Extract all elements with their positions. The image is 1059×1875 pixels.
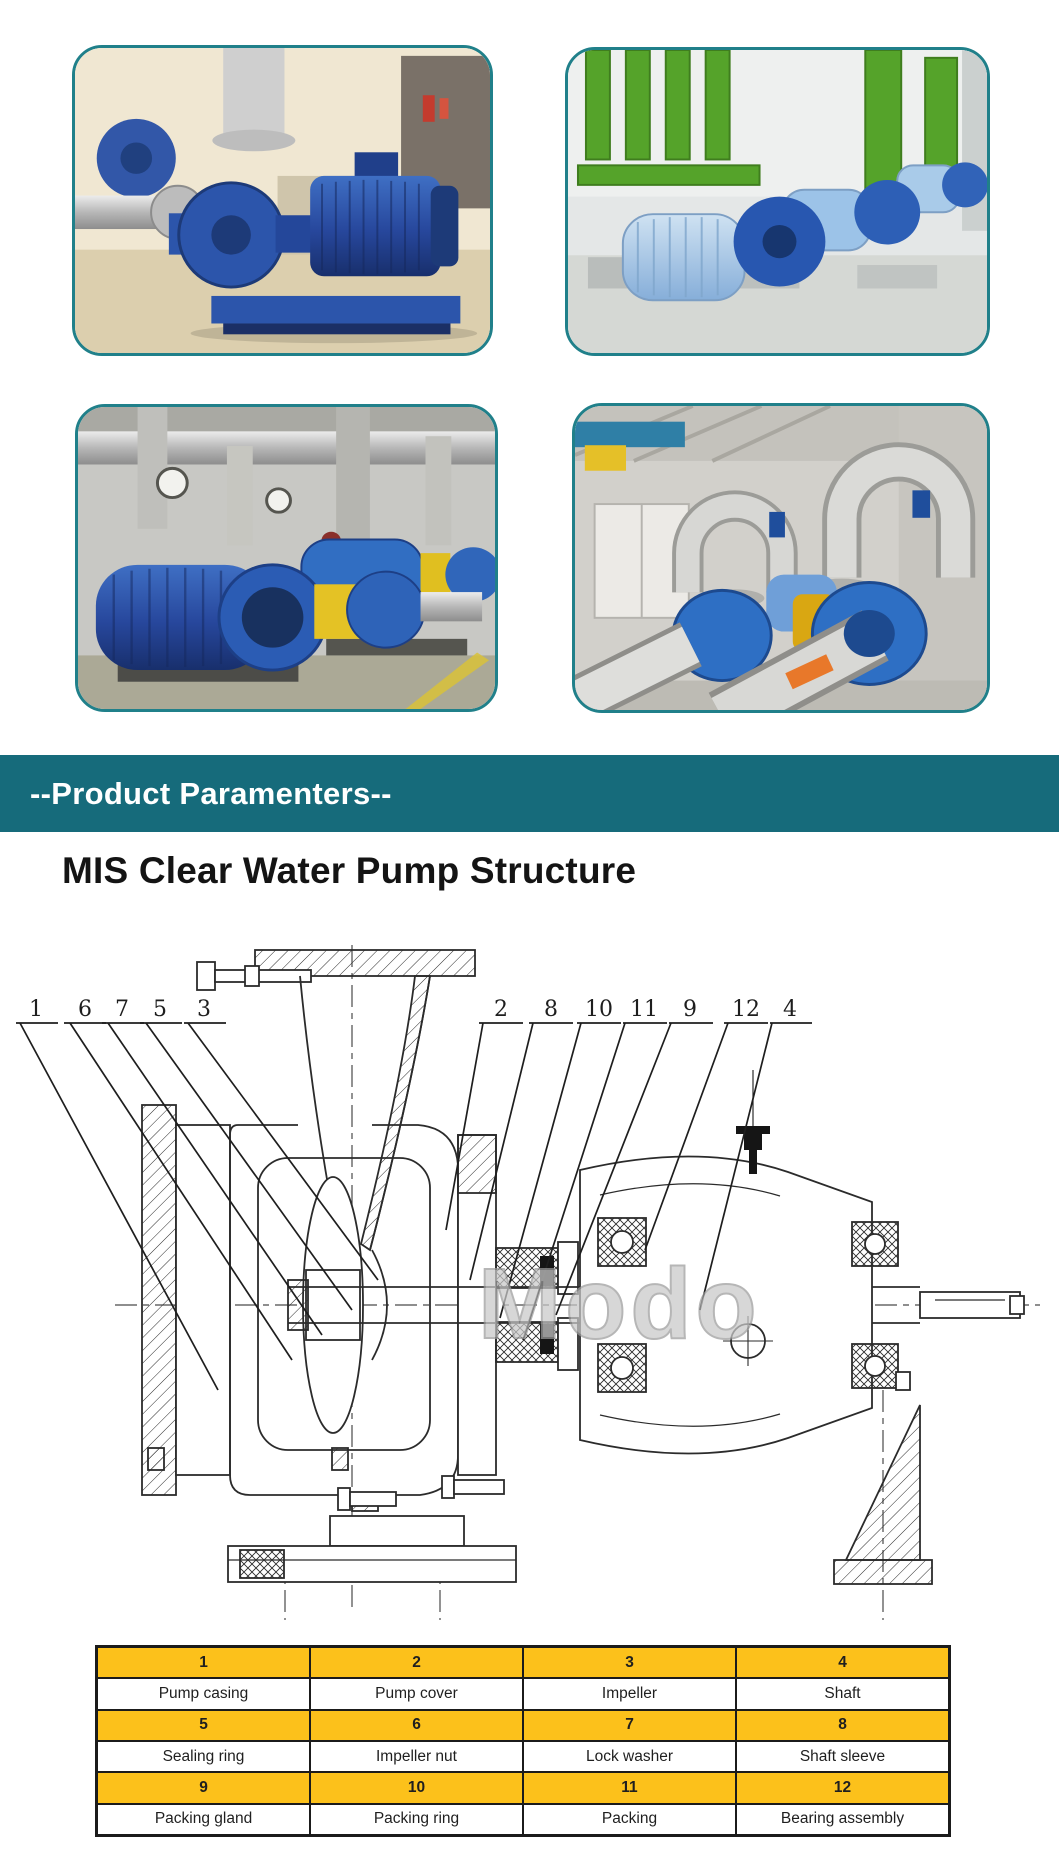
parts-table: 1 2 3 4 Pump casing Pump cover Impeller … (95, 1645, 951, 1837)
table-row-labels-1: Pump casing Pump cover Impeller Shaft (97, 1678, 949, 1710)
part-number-cell: 7 (523, 1709, 736, 1741)
part-number-cell: 2 (310, 1647, 523, 1679)
product-photo-3 (75, 404, 498, 712)
part-number-cell: 12 (736, 1772, 949, 1804)
table-row-labels-3: Packing gland Packing ring Packing Beari… (97, 1803, 949, 1835)
pump-cross-section (141, 949, 1025, 1585)
section-banner-label: --Product Paramenters-- (30, 775, 392, 811)
pump-structure-diagram: 1 6 7 5 3 2 8 10 11 9 12 4 Modo (16, 945, 1040, 1620)
callout-5: 5 (153, 997, 167, 1022)
pump-room-illustration-4 (575, 406, 987, 710)
callout-numbers: 1 6 7 5 3 2 8 10 11 9 12 4 (29, 997, 797, 1022)
part-name-cell: Shaft (736, 1678, 949, 1710)
part-name-cell: Impeller nut (310, 1740, 523, 1773)
watermark: Modo (478, 1248, 761, 1360)
part-name-cell: Bearing assembly (736, 1803, 949, 1835)
callout-1: 1 (29, 997, 43, 1022)
part-name-cell: Sealing ring (97, 1740, 310, 1773)
part-name-cell: Packing gland (97, 1803, 310, 1835)
part-name-cell: Packing (523, 1803, 736, 1835)
callout-3: 3 (197, 997, 211, 1022)
pump-room-illustration-3 (78, 407, 495, 709)
callout-6: 6 (78, 997, 92, 1022)
part-name-cell: Impeller (523, 1678, 736, 1710)
product-photo-4 (572, 403, 990, 713)
part-number-cell: 9 (97, 1772, 310, 1804)
callout-7: 7 (115, 997, 129, 1022)
part-number-cell: 4 (736, 1647, 949, 1679)
part-name-cell: Pump casing (97, 1678, 310, 1710)
part-number-cell: 1 (97, 1647, 310, 1679)
product-photo-1 (72, 45, 493, 356)
callout-9: 9 (683, 997, 697, 1022)
part-number-cell: 8 (736, 1709, 949, 1741)
part-name-cell: Packing ring (310, 1803, 523, 1835)
table-row-numbers-1: 1 2 3 4 (97, 1647, 949, 1679)
table-row-labels-2: Sealing ring Impeller nut Lock washer Sh… (97, 1740, 949, 1773)
part-number-cell: 10 (310, 1772, 523, 1804)
table-row-numbers-2: 5 6 7 8 (97, 1709, 949, 1741)
callout-12: 12 (732, 997, 760, 1022)
part-number-cell: 5 (97, 1709, 310, 1741)
part-number-cell: 3 (523, 1647, 736, 1679)
part-number-cell: 6 (310, 1709, 523, 1741)
callout-2: 2 (494, 997, 508, 1022)
section-banner: --Product Paramenters-- (0, 755, 1059, 832)
part-number-cell: 11 (523, 1772, 736, 1804)
callout-4: 4 (783, 997, 797, 1022)
callout-10: 10 (585, 997, 613, 1022)
pump-room-illustration-2 (568, 50, 987, 353)
diagram-title: MIS Clear Water Pump Structure (62, 850, 637, 891)
part-name-cell: Pump cover (310, 1678, 523, 1710)
product-photo-2 (565, 47, 990, 356)
part-name-cell: Shaft sleeve (736, 1740, 949, 1773)
part-name-cell: Lock washer (523, 1740, 736, 1773)
callout-leader-lines (16, 1022, 812, 1391)
pump-room-illustration-1 (75, 48, 490, 353)
table-row-numbers-3: 9 10 11 12 (97, 1772, 949, 1804)
callout-8: 8 (544, 997, 558, 1022)
callout-11: 11 (630, 997, 658, 1022)
